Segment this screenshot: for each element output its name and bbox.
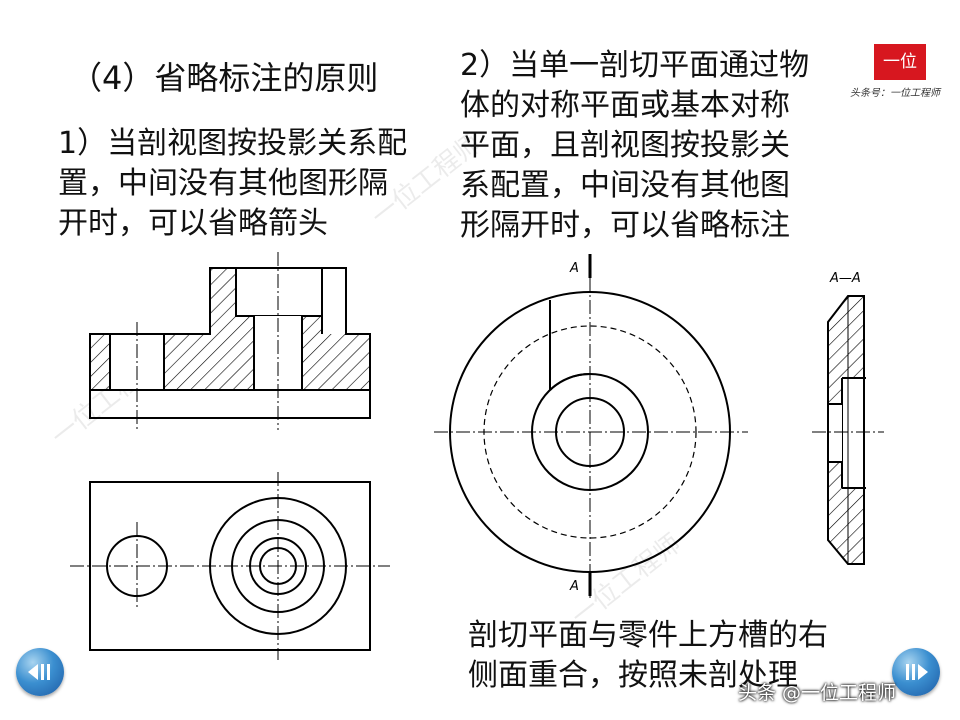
page-title: （4）省略标注的原则 — [70, 59, 379, 97]
prev-slide-button[interactable] — [16, 648, 64, 696]
disc-front-view — [434, 254, 748, 598]
left-top-view — [70, 472, 390, 660]
cut-label-bottom: A — [569, 579, 579, 594]
cut-label-top: A — [569, 261, 579, 276]
note-text: 剖切平面与零件上方槽的右 侧面重合，按照未剖处理 — [468, 618, 828, 693]
left-front-section-view — [89, 252, 371, 430]
brand-logo: 一位 — [874, 44, 926, 80]
nav-prev-icon — [28, 664, 50, 680]
section-title: A—A — [829, 271, 861, 286]
credit-watermark: 头条 @一位工程师 — [738, 682, 897, 704]
brand-logo-subtitle: 头条号：一位工程师 — [850, 88, 940, 99]
rule-1-text: 1）当剖视图按投影关系配 置，中间没有其他图形隔 开时，可以省略箭头 — [58, 126, 408, 241]
nav-next-icon — [906, 664, 928, 680]
section-a-a-view — [812, 295, 884, 565]
next-slide-button[interactable] — [892, 648, 940, 696]
rule-2-text: 2）当单一剖切平面通过物 体的对称平面或基本对称 平面，且剖视图按投影关 系配置… — [460, 48, 810, 243]
